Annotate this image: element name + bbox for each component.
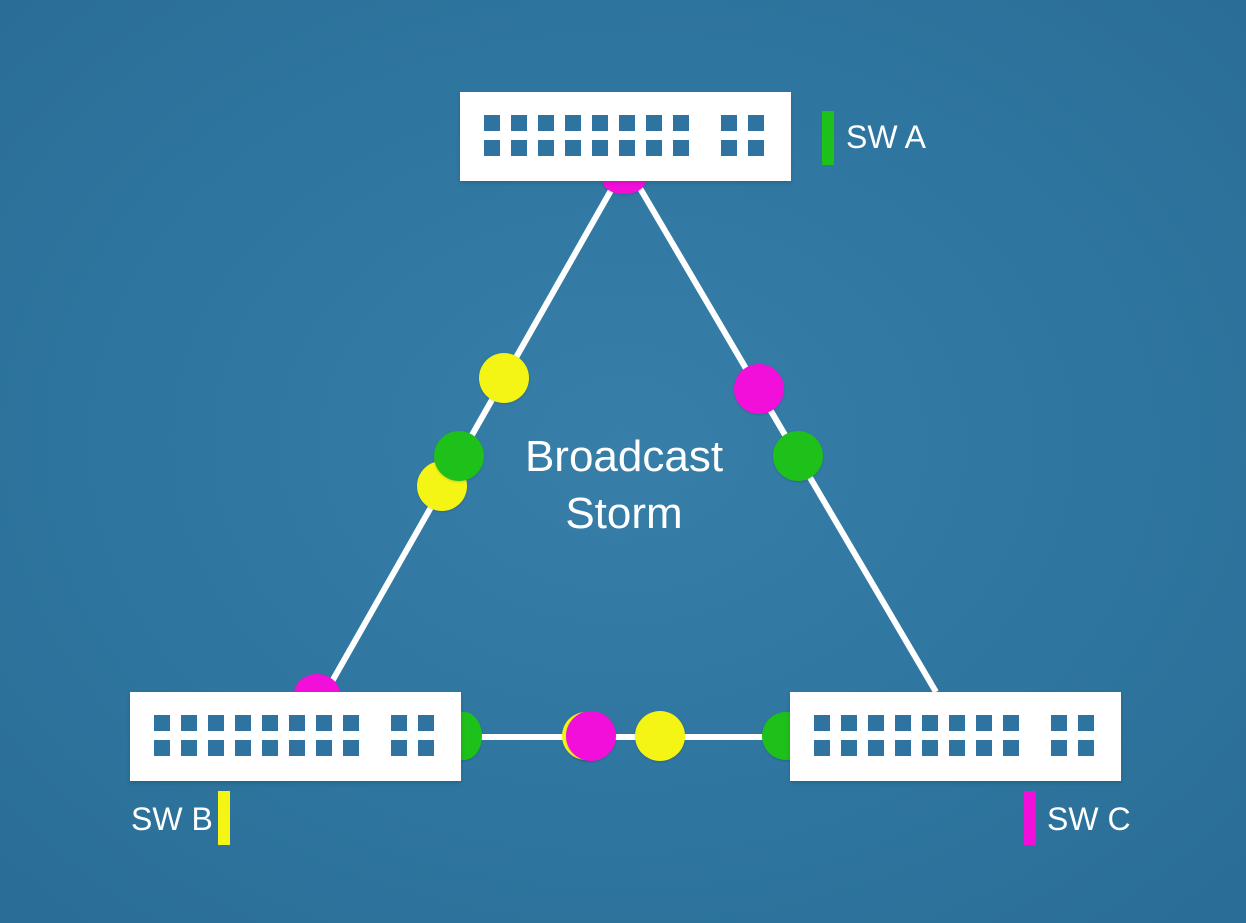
sw-c-label: SW C <box>1047 801 1131 837</box>
port-square <box>922 740 938 756</box>
port-square <box>343 740 359 756</box>
packet-green <box>434 431 484 481</box>
port-square <box>841 740 857 756</box>
port-square <box>748 140 764 156</box>
switch-sw-b <box>130 692 461 781</box>
port-square <box>565 115 581 131</box>
port-bank <box>1051 715 1094 756</box>
port-square <box>721 115 737 131</box>
port-square <box>922 715 938 731</box>
port-square <box>868 715 884 731</box>
port-square <box>418 740 434 756</box>
port-square <box>592 140 608 156</box>
packet-magenta <box>734 364 784 414</box>
port-square <box>646 140 662 156</box>
port-square <box>895 715 911 731</box>
port-square <box>316 715 332 731</box>
switch-sw-c <box>790 692 1121 781</box>
port-square <box>1051 740 1067 756</box>
port-square <box>181 715 197 731</box>
switch-sw-a <box>460 92 791 181</box>
port-square <box>565 140 581 156</box>
port-square <box>673 115 689 131</box>
port-square <box>1003 740 1019 756</box>
port-square <box>1051 715 1067 731</box>
port-bank <box>484 115 689 156</box>
port-square <box>208 715 224 731</box>
port-square <box>391 715 407 731</box>
port-square <box>289 715 305 731</box>
port-square <box>484 140 500 156</box>
port-square <box>814 740 830 756</box>
title-line-2: Storm <box>565 489 683 538</box>
sw-b-label: SW B <box>131 801 213 837</box>
port-square <box>289 740 305 756</box>
port-square <box>976 715 992 731</box>
port-square <box>1078 715 1094 731</box>
port-square <box>511 140 527 156</box>
port-bank <box>391 715 434 756</box>
packet-magenta <box>566 711 616 761</box>
port-square <box>262 740 278 756</box>
port-square <box>814 715 830 731</box>
sw-a-label: SW A <box>846 119 927 155</box>
packet-green <box>773 431 823 481</box>
port-square <box>949 740 965 756</box>
diagram-title: Broadcast Storm <box>474 428 774 542</box>
port-bank <box>814 715 1019 756</box>
port-square <box>748 115 764 131</box>
port-square <box>949 715 965 731</box>
port-square <box>1003 715 1019 731</box>
port-square <box>484 115 500 131</box>
port-square <box>646 115 662 131</box>
sw-b-color-bar <box>218 791 230 845</box>
port-square <box>619 115 635 131</box>
port-square <box>868 740 884 756</box>
sw-a-color-bar <box>822 111 834 165</box>
port-square <box>181 740 197 756</box>
port-square <box>235 740 251 756</box>
title-line-1: Broadcast <box>524 432 724 481</box>
port-square <box>538 115 554 131</box>
port-square <box>391 740 407 756</box>
port-square <box>895 740 911 756</box>
port-bank <box>721 115 764 156</box>
port-square <box>511 115 527 131</box>
port-square <box>841 715 857 731</box>
port-square <box>154 715 170 731</box>
port-square <box>673 140 689 156</box>
port-square <box>154 740 170 756</box>
port-square <box>316 740 332 756</box>
port-square <box>208 740 224 756</box>
port-square <box>418 715 434 731</box>
port-square <box>235 715 251 731</box>
port-square <box>592 115 608 131</box>
port-square <box>262 715 278 731</box>
port-bank <box>154 715 359 756</box>
port-square <box>721 140 737 156</box>
port-square <box>619 140 635 156</box>
packet-yellow <box>479 353 529 403</box>
port-square <box>538 140 554 156</box>
port-square <box>976 740 992 756</box>
port-square <box>1078 740 1094 756</box>
sw-c-color-bar <box>1024 791 1036 845</box>
packet-yellow <box>635 711 685 761</box>
port-square <box>343 715 359 731</box>
